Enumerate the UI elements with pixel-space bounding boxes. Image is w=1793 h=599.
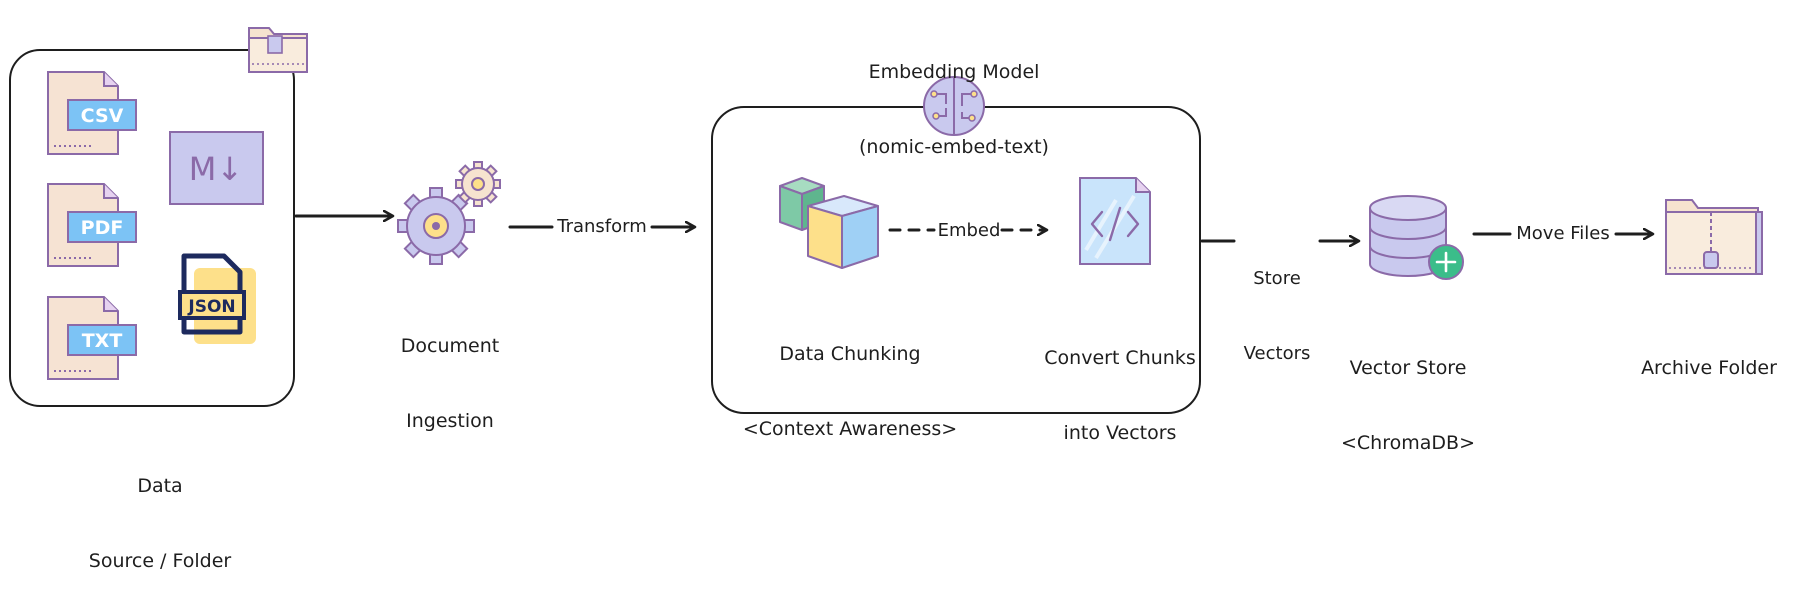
brain-icon bbox=[923, 76, 985, 136]
txt-file-icon: TXT bbox=[47, 296, 137, 380]
vector-store-label-line1: Vector Store bbox=[1349, 357, 1467, 379]
json-badge-text: JSON bbox=[187, 297, 235, 317]
vector-store-label-line2: <ChromaDB> bbox=[1341, 432, 1475, 454]
vector-store-label: Vector Store <ChromaDB> bbox=[1318, 306, 1498, 481]
pipeline-diagram: CSV PDF TXT M↓ JSON bbox=[9, 27, 1763, 414]
database-icon bbox=[1369, 195, 1464, 280]
edge-label-store: Store Vectors bbox=[1230, 216, 1324, 391]
chunking-label-line1: Data Chunking bbox=[779, 343, 921, 365]
ingestion-label: Document Ingestion bbox=[370, 284, 530, 459]
data-source-label: Data Source / Folder bbox=[60, 424, 260, 599]
data-source-label-line1: Data bbox=[137, 475, 183, 497]
gears-icon bbox=[397, 161, 501, 265]
data-source-container bbox=[9, 49, 295, 407]
edge-label-store-line2: Vectors bbox=[1243, 343, 1311, 364]
vectors-label-line2: into Vectors bbox=[1063, 422, 1177, 444]
csv-file-icon: CSV bbox=[47, 71, 137, 155]
vectors-label-line1: Convert Chunks bbox=[1044, 347, 1196, 369]
ingestion-label-line1: Document bbox=[400, 335, 500, 357]
small-folder-icon bbox=[248, 27, 308, 73]
archive-label-line1: Archive Folder bbox=[1641, 357, 1777, 379]
txt-badge-text: TXT bbox=[82, 330, 123, 352]
csv-badge-text: CSV bbox=[81, 105, 124, 127]
json-file-icon: JSON bbox=[178, 253, 256, 344]
archive-folder-icon bbox=[1665, 199, 1763, 275]
embedding-model-label-line2: (nomic-embed-text) bbox=[859, 136, 1049, 158]
edge-label-transform: Transform bbox=[557, 216, 647, 237]
pdf-badge-text: PDF bbox=[81, 217, 124, 239]
pdf-file-icon: PDF bbox=[47, 183, 137, 267]
embedding-model-label-line1: Embedding Model bbox=[868, 61, 1040, 83]
edge-label-store-line1: Store bbox=[1253, 268, 1301, 289]
chunking-label-line2: <Context Awareness> bbox=[742, 418, 958, 440]
ingestion-label-line2: Ingestion bbox=[406, 410, 494, 432]
code-file-icon bbox=[1079, 177, 1151, 265]
archive-label: Archive Folder bbox=[1626, 306, 1792, 406]
edge-label-embed: Embed bbox=[937, 220, 1001, 241]
chunking-label: Data Chunking <Context Awareness> bbox=[720, 292, 980, 467]
edge-label-move: Move Files bbox=[1516, 223, 1610, 244]
markdown-badge-text: M↓ bbox=[189, 150, 243, 188]
data-source-label-line2: Source / Folder bbox=[88, 550, 232, 572]
cubes-icon bbox=[779, 177, 879, 269]
vectors-label: Convert Chunks into Vectors bbox=[1020, 296, 1220, 471]
markdown-file-icon: M↓ bbox=[169, 131, 264, 205]
embedding-model-label: Embedding Model (nomic-embed-text) bbox=[834, 10, 1074, 185]
